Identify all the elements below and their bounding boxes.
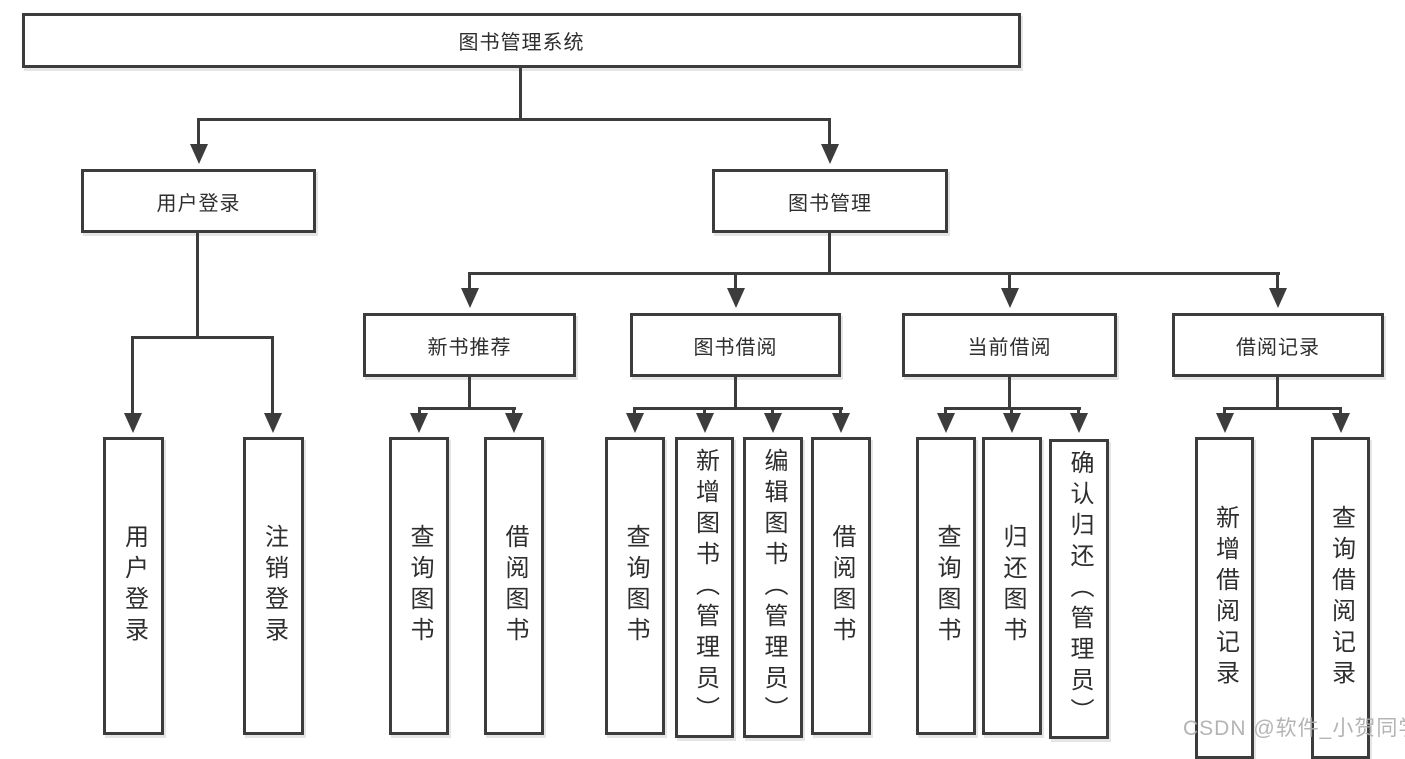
- arrow-to-current-borrow: [1001, 288, 1019, 308]
- leaf-logout-label: 注销登录: [260, 524, 288, 648]
- node-root: 图书管理系统: [22, 13, 1021, 68]
- connector-records-stub-2: [1339, 407, 1342, 415]
- connector-currentborrow-stub-2: [1010, 407, 1013, 415]
- leaf-records-add-record-label: 新增借阅记录: [1211, 505, 1239, 691]
- leaf-borrow-edit-books-admin: 编辑图书（管理员）: [743, 437, 803, 738]
- node-current-borrow: 当前借阅: [902, 313, 1117, 377]
- connector-recommend-stub-1: [418, 407, 421, 415]
- leaf-current-query-books: 查询图书: [916, 437, 976, 735]
- connector-bookborrow-vline: [734, 377, 737, 408]
- arrow-to-book-borrow: [727, 288, 745, 308]
- connector-currentborrow-stub-1: [944, 407, 947, 415]
- leaf-borrow-add-books-admin: 新增图书（管理员）: [675, 437, 734, 738]
- connector-bookmgmt-stub-1: [468, 272, 471, 290]
- arrow-to-user-login-leaf: [124, 413, 142, 433]
- arrow-to-records-add: [1216, 413, 1234, 433]
- leaf-current-query-books-label: 查询图书: [933, 524, 960, 648]
- arrow-to-recommend-query: [410, 413, 428, 433]
- connector-bookmgmt-stub-4: [1276, 272, 1279, 290]
- node-borrow-records: 借阅记录: [1172, 313, 1384, 377]
- connector-bookborrow-hline: [633, 407, 843, 410]
- arrow-to-records-query: [1332, 413, 1350, 433]
- leaf-borrow-borrow-books-label: 借阅图书: [828, 524, 855, 648]
- arrow-to-bookborrow-add: [696, 413, 714, 433]
- leaf-borrow-add-books-admin-label: 新增图书（管理员）: [691, 448, 719, 727]
- connector-bookborrow-stub-2: [703, 407, 706, 415]
- leaf-borrow-edit-books-admin-label: 编辑图书（管理员）: [760, 448, 787, 727]
- node-book-management-label: 图书管理: [788, 192, 872, 215]
- arrow-to-borrow-records: [1269, 288, 1287, 308]
- connector-userlogin-vline: [196, 233, 199, 336]
- connector-records-stub-1: [1223, 407, 1226, 415]
- leaf-borrow-query-books-label: 查询图书: [622, 524, 649, 648]
- csdn-watermark: CSDN @软件_小贺同学: [1183, 717, 1405, 740]
- connector-records-vline: [1276, 377, 1279, 408]
- leaf-user-login: 用户登录: [103, 437, 164, 735]
- leaf-recommend-borrow-books-label: 借阅图书: [501, 524, 528, 648]
- leaf-logout: 注销登录: [243, 437, 304, 735]
- connector-root-vline: [519, 68, 522, 118]
- leaf-records-query-record: 查询借阅记录: [1311, 437, 1370, 759]
- node-book-borrow: 图书借阅: [630, 313, 841, 377]
- leaf-borrow-borrow-books: 借阅图书: [811, 437, 871, 735]
- node-book-borrow-label: 图书借阅: [693, 336, 778, 359]
- arrow-to-current-return: [1003, 413, 1021, 433]
- leaf-current-confirm-return-admin: 确认归还（管理员）: [1049, 439, 1109, 739]
- connector-currentborrow-vline: [1008, 377, 1011, 408]
- connector-currentborrow-stub-3: [1077, 407, 1080, 415]
- leaf-recommend-borrow-books: 借阅图书: [484, 437, 544, 735]
- leaf-records-add-record: 新增借阅记录: [1195, 437, 1254, 759]
- leaf-borrow-query-books: 查询图书: [605, 437, 665, 735]
- node-user-login: 用户登录: [81, 169, 316, 233]
- connector-recommend-vline: [468, 377, 471, 408]
- node-user-login-label: 用户登录: [156, 192, 241, 215]
- connector-bookborrow-stub-3: [771, 407, 774, 415]
- leaf-current-return-books-label: 归还图书: [999, 524, 1026, 648]
- leaf-recommend-query-books-label: 查询图书: [406, 524, 433, 648]
- connector-bookmgmt-hline: [468, 272, 1280, 275]
- node-root-label: 图书管理系统: [458, 32, 585, 54]
- connector-bookmgmt-vline: [828, 233, 831, 274]
- leaf-current-return-books: 归还图书: [982, 437, 1042, 735]
- connector-userlogin-stub-left: [131, 336, 134, 415]
- node-current-borrow-label: 当前借阅: [967, 336, 1052, 359]
- leaf-current-confirm-return-admin-label: 确认归还（管理员）: [1066, 449, 1093, 729]
- arrow-to-new-book-recommend: [461, 288, 479, 308]
- leaf-records-query-record-label: 查询借阅记录: [1327, 505, 1355, 691]
- leaf-recommend-query-books: 查询图书: [389, 437, 449, 735]
- arrow-to-logout-leaf: [264, 413, 282, 433]
- node-new-book-recommend-label: 新书推荐: [427, 336, 512, 359]
- connector-userlogin-stub-right: [271, 336, 274, 415]
- node-new-book-recommend: 新书推荐: [363, 313, 576, 377]
- arrow-to-current-query: [937, 413, 955, 433]
- connector-root-stub-left: [197, 118, 200, 146]
- node-borrow-records-label: 借阅记录: [1236, 336, 1320, 359]
- arrow-to-bookborrow-edit: [764, 413, 782, 433]
- arrow-to-user-login: [190, 144, 208, 164]
- arrow-to-current-confirm: [1070, 413, 1088, 433]
- connector-bookborrow-stub-4: [839, 407, 842, 415]
- node-book-management: 图书管理: [712, 169, 948, 233]
- connector-bookmgmt-stub-2: [734, 272, 737, 290]
- arrow-to-bookborrow-query: [626, 413, 644, 433]
- arrow-to-bookborrow-borrow: [832, 413, 850, 433]
- arrow-to-book-management: [821, 144, 839, 164]
- connector-root-hline: [197, 118, 831, 121]
- connector-records-hline: [1223, 407, 1342, 410]
- connector-bookborrow-stub-1: [633, 407, 636, 415]
- connector-bookmgmt-stub-3: [1008, 272, 1011, 290]
- connector-root-stub-right: [828, 118, 831, 146]
- leaf-user-login-label: 用户登录: [120, 524, 148, 648]
- connector-recommend-hline: [418, 407, 516, 410]
- connector-recommend-stub-2: [512, 407, 515, 415]
- arrow-to-recommend-borrow: [505, 413, 523, 433]
- connector-userlogin-hline: [131, 336, 274, 339]
